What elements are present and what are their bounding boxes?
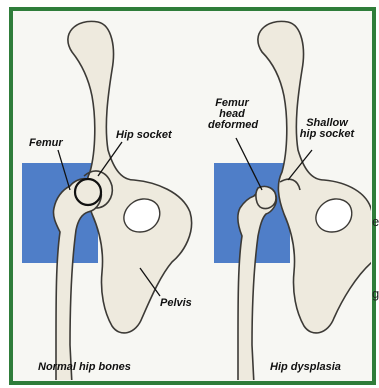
deformed-femur-head-right: [256, 186, 276, 208]
femur-head-left: [75, 179, 101, 205]
caption-normal: Normal hip bones: [38, 362, 131, 373]
label-shallow-line2: hip socket: [295, 129, 359, 140]
label-femur-head-line3: deformed: [208, 120, 256, 131]
edge-text-1: e: [372, 214, 379, 229]
label-femur-left: Femur: [29, 138, 63, 149]
label-femur-head-deformed: Femur head deformed: [208, 98, 256, 131]
label-pelvis-left: Pelvis: [160, 298, 192, 309]
label-shallow-socket: Shallow hip socket: [295, 118, 359, 140]
caption-dysplasia: Hip dysplasia: [270, 362, 341, 373]
label-hip-socket-left: Hip socket: [116, 130, 172, 141]
edge-text-2: g: [372, 286, 379, 301]
